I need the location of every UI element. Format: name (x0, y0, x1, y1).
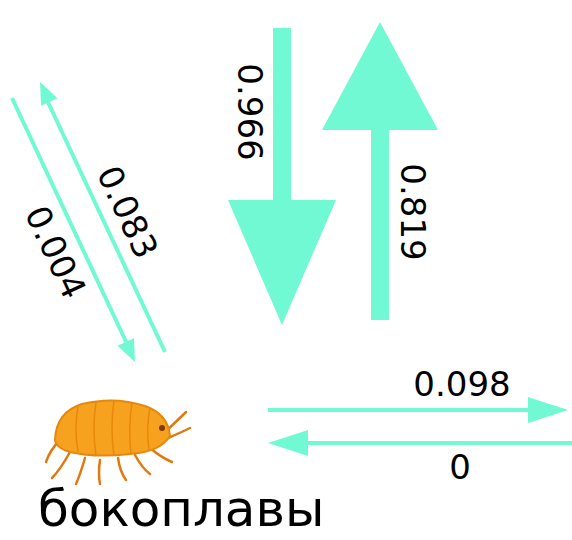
flow-value: 0.819 (396, 163, 430, 260)
down-arrow (228, 28, 336, 325)
flow-value: 0 (449, 450, 471, 484)
arrow-head (118, 338, 136, 362)
flow-value: 0.004 (20, 201, 92, 304)
flow-line (268, 408, 532, 412)
species-name: бокоплавы (38, 482, 324, 537)
species-node: бокоплавы (38, 482, 324, 537)
flow-line (304, 441, 572, 445)
amphipod-illustration (46, 400, 190, 484)
flow-value: 0.098 (413, 367, 510, 401)
up-arrow (322, 22, 438, 320)
flow-value: 0.966 (233, 63, 267, 160)
flow-line (12, 98, 128, 346)
arrow-head (268, 430, 308, 456)
flow-value: 0.083 (92, 161, 164, 264)
flow-line (47, 100, 165, 352)
arrow-head (528, 397, 568, 423)
arrow-head (40, 82, 58, 106)
